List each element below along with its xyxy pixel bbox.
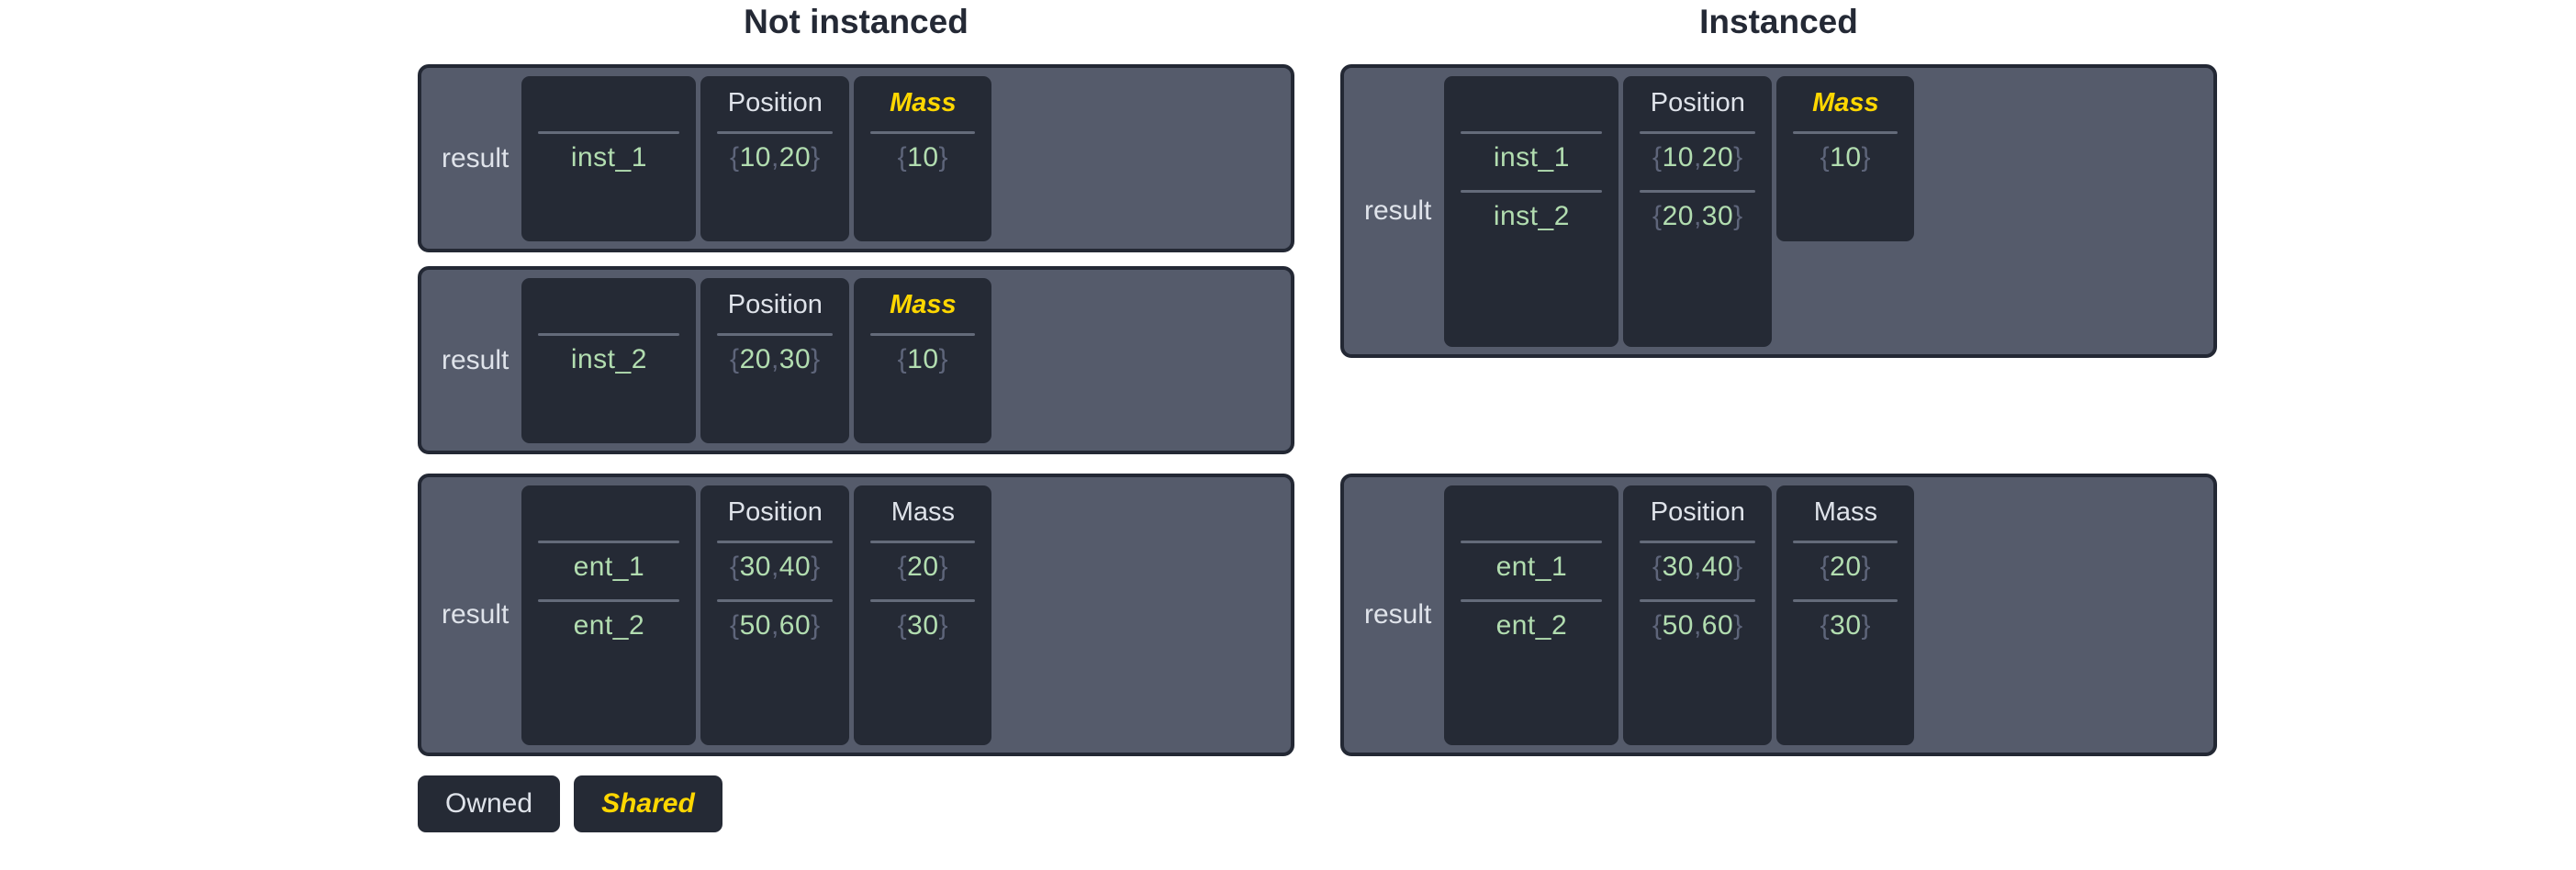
result-block: result inst_1 inst_2 Position {10, 20} {… [1340,64,2217,358]
position-column: Position {20, 30} [700,278,850,443]
mass-column: Mass {20} {30} [1776,485,1915,745]
position-cell: {10, 20} [1652,142,1743,173]
mass-cell: {30} [1820,610,1872,641]
result-block: result ent_1 ent_2 Position {30, 40} {50… [418,474,1294,756]
mass-cell: {10} [1820,142,1872,173]
column-title-instanced: Instanced [1699,3,1858,40]
mass-column-shared: Mass {10} [1776,76,1915,241]
entity-cell: ent_2 [1495,610,1568,641]
position-cell: {30, 40} [730,552,821,582]
column-group: inst_1 inst_2 Position {10, 20} {20, 30}… [1444,76,2205,347]
entity-column: inst_2 [521,278,697,443]
header-rule [1640,131,1756,134]
legend-badge-owned: Owned [418,775,561,832]
result-label: result [1364,599,1432,630]
column-header: Position [727,87,823,117]
mass-cell: {30} [897,610,949,641]
header-rule [1640,541,1756,543]
entity-cell: ent_1 [573,552,645,582]
mass-cell: {20} [1820,552,1872,582]
position-column: Position {10, 20} {20, 30} [1623,76,1773,347]
row-rule [1640,190,1756,193]
row-rule [1640,599,1756,602]
result-label: result [442,344,510,375]
header-rule [1461,131,1603,134]
column-header [521,492,696,532]
position-cell: {50, 60} [1652,610,1743,641]
column-group: ent_1 ent_2 Position {30, 40} {50, 60} M… [521,485,1282,745]
position-cell: {20, 30} [730,344,821,374]
entity-cell: ent_1 [1495,552,1568,582]
column-group: inst_2 Position {20, 30} Mass {10} [521,278,1282,443]
column-header: Position [727,289,823,319]
column-header [1444,83,1618,123]
entity-column: ent_1 ent_2 [521,485,697,745]
result-block: result ent_1 ent_2 Position {30, 40} {50… [1340,474,2217,756]
column-group: inst_1 Position {10, 20} Mass {10} [521,76,1282,241]
column-header-shared: Mass [890,289,957,319]
header-rule [538,131,680,134]
result-label: result [1364,195,1432,226]
legend: Owned Shared [418,775,722,832]
row-rule [870,599,976,602]
row-rule [1461,599,1603,602]
header-rule [1793,541,1898,543]
column-header [1444,492,1618,532]
header-rule [1461,541,1603,543]
entity-cell: inst_1 [570,142,647,173]
position-column: Position {30, 40} {50, 60} [1623,485,1773,745]
entity-cell: ent_2 [573,610,645,641]
entity-column: inst_1 [521,76,697,241]
header-rule [870,131,976,134]
header-rule [717,131,834,134]
column-header-shared: Mass [1812,87,1879,117]
header-rule [538,541,680,543]
column-header: Mass [890,496,955,527]
column-title-not-instanced: Not instanced [744,3,969,40]
position-cell: {50, 60} [730,610,821,641]
entity-cell: inst_1 [1493,142,1570,173]
column-group: ent_1 ent_2 Position {30, 40} {50, 60} M… [1444,485,2205,745]
position-cell: {20, 30} [1652,201,1743,231]
entity-cell: inst_2 [1493,201,1570,231]
entity-cell: inst_2 [570,344,647,374]
result-block: result inst_2 Position {20, 30} Mass {10… [418,266,1294,454]
mass-cell: {10} [897,344,949,374]
position-cell: {10, 20} [730,142,821,173]
position-cell: {30, 40} [1652,552,1743,582]
entity-column: inst_1 inst_2 [1444,76,1619,347]
position-column: Position {10, 20} [700,76,850,241]
mass-column: Mass {20} {30} [854,485,992,745]
header-rule [870,333,976,336]
mass-column: Mass {10} [854,76,992,241]
entity-column: ent_1 ent_2 [1444,485,1619,745]
mass-cell: {20} [897,552,949,582]
column-header [521,284,696,325]
mass-column: Mass {10} [854,278,992,443]
result-block: result inst_1 Position {10, 20} Mass {10… [418,64,1294,252]
header-rule [870,541,976,543]
header-rule [1793,131,1898,134]
column-header: Position [1650,496,1745,527]
column-header [521,83,696,123]
legend-badge-shared: Shared [574,775,722,832]
header-rule [538,333,680,336]
row-rule [1793,599,1898,602]
mass-cell: {10} [897,142,949,173]
header-rule [717,333,834,336]
result-label: result [442,599,510,630]
row-rule [538,599,680,602]
row-rule [1461,190,1603,193]
row-rule [717,599,834,602]
column-header: Position [1650,87,1745,117]
column-header: Mass [1813,496,1877,527]
result-label: result [442,142,510,173]
column-header-shared: Mass [890,87,957,117]
header-rule [717,541,834,543]
column-header: Position [727,496,823,527]
position-column: Position {30, 40} {50, 60} [700,485,850,745]
